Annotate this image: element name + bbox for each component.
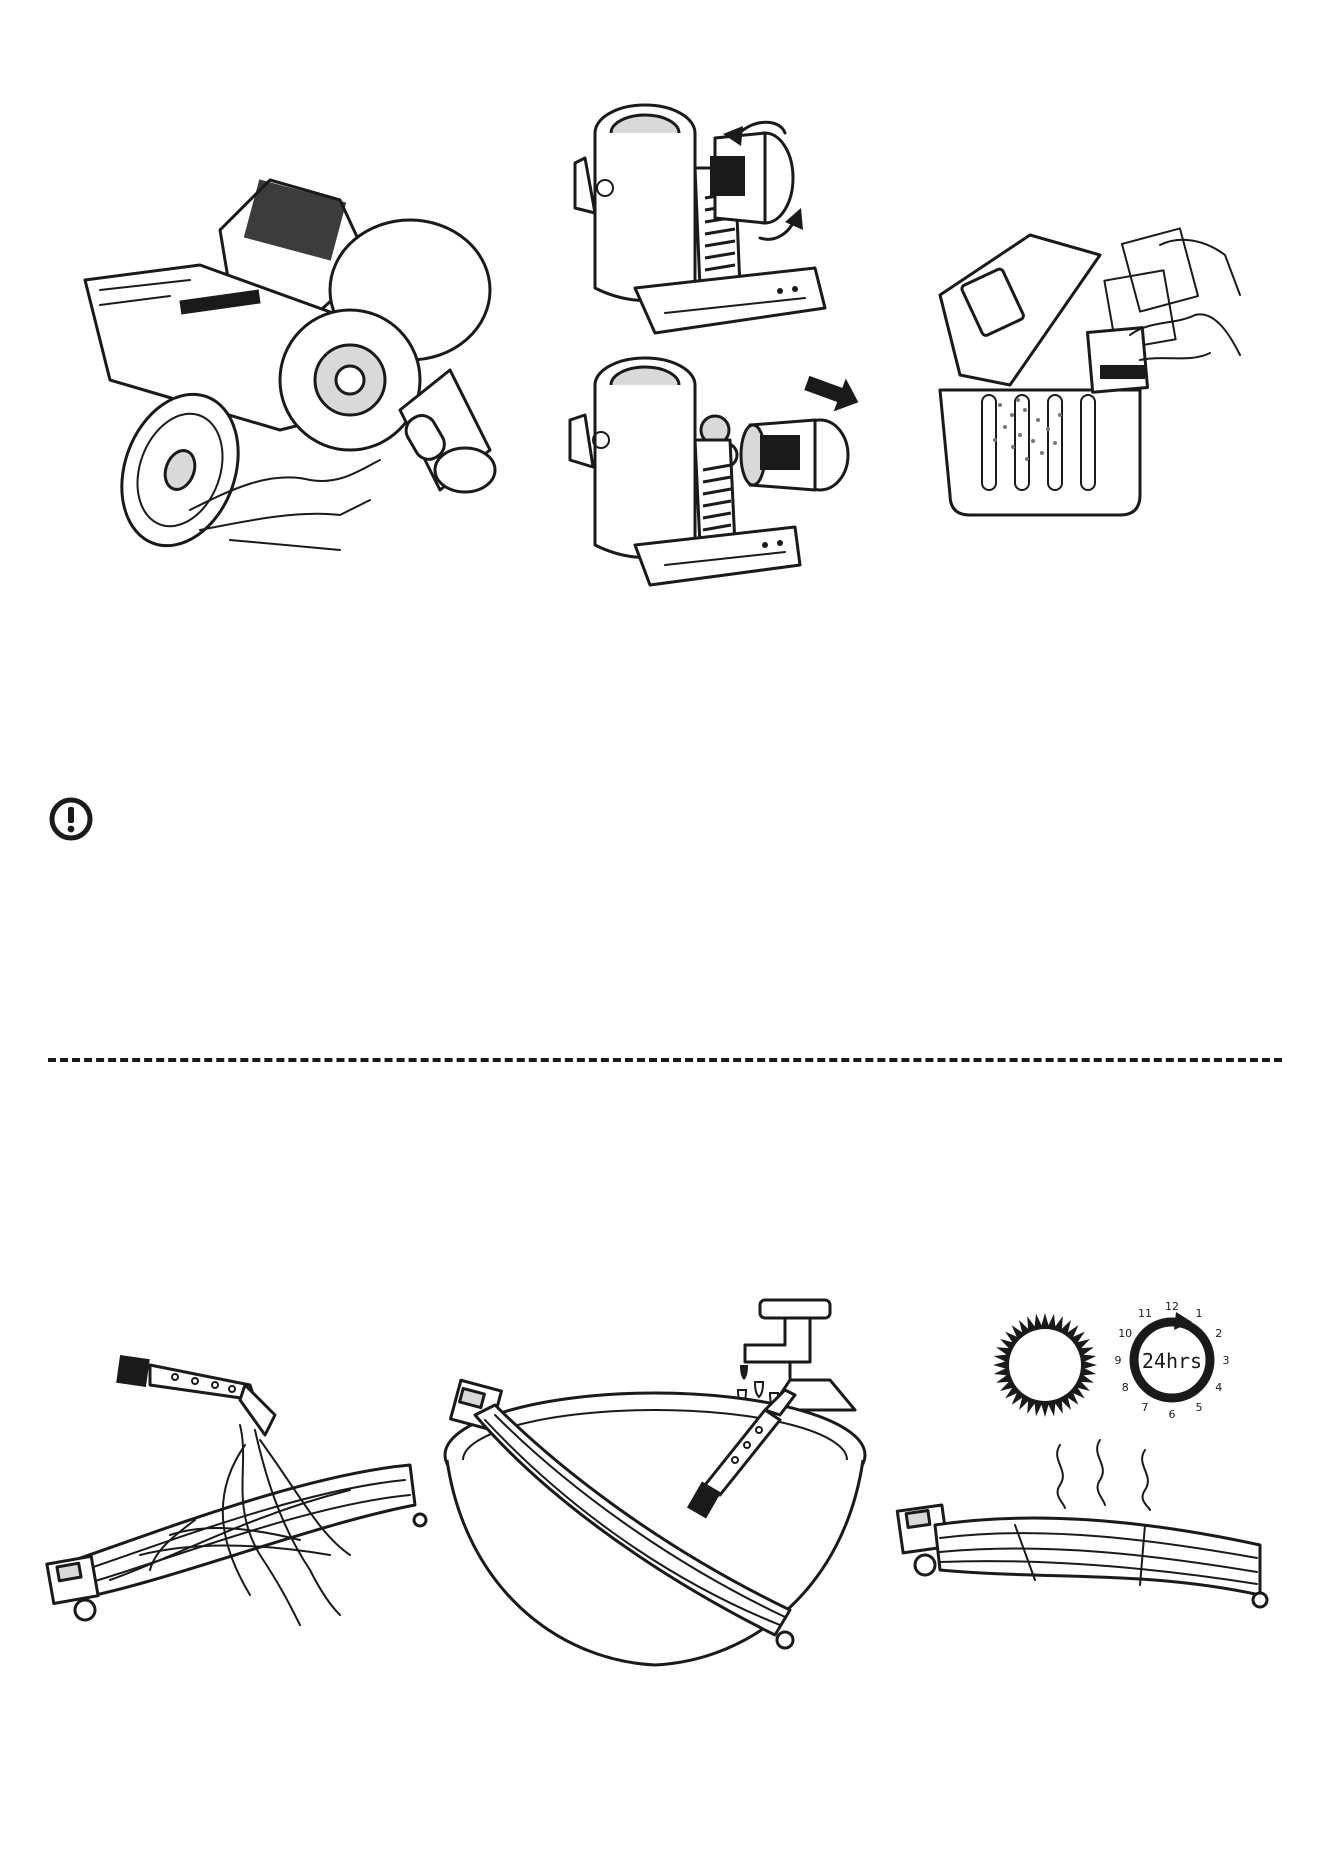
figure-dry-brushroll — [895, 1500, 1275, 1630]
figure-empty-into-bin — [930, 215, 1250, 525]
figure-remove-filter — [555, 355, 865, 595]
section-divider — [48, 1058, 1282, 1062]
exclamation-circle-icon — [48, 796, 94, 842]
clock-number: 4 — [1215, 1381, 1222, 1394]
clock-number: 6 — [1169, 1408, 1176, 1421]
sun-disc — [1009, 1329, 1081, 1401]
clock-number: 12 — [1165, 1300, 1179, 1313]
clock-number: 2 — [1215, 1327, 1222, 1340]
clock-number: 8 — [1122, 1381, 1129, 1394]
figure-cut-hair-brushroll — [50, 1355, 430, 1635]
clock-number: 7 — [1142, 1401, 1149, 1414]
clock-number: 3 — [1223, 1354, 1230, 1367]
figure-twist-filter — [575, 98, 865, 348]
figure-open-dustbin — [80, 170, 520, 550]
clock-number: 11 — [1138, 1307, 1152, 1320]
clock-label: 24hrs — [1142, 1349, 1202, 1373]
clock-number: 1 — [1196, 1307, 1203, 1320]
clock-number: 9 — [1115, 1354, 1122, 1367]
clock-number: 5 — [1196, 1401, 1203, 1414]
clock-number: 10 — [1118, 1327, 1132, 1340]
sun-icon — [990, 1310, 1100, 1420]
figure-wash-brushroll-basin — [435, 1385, 875, 1675]
